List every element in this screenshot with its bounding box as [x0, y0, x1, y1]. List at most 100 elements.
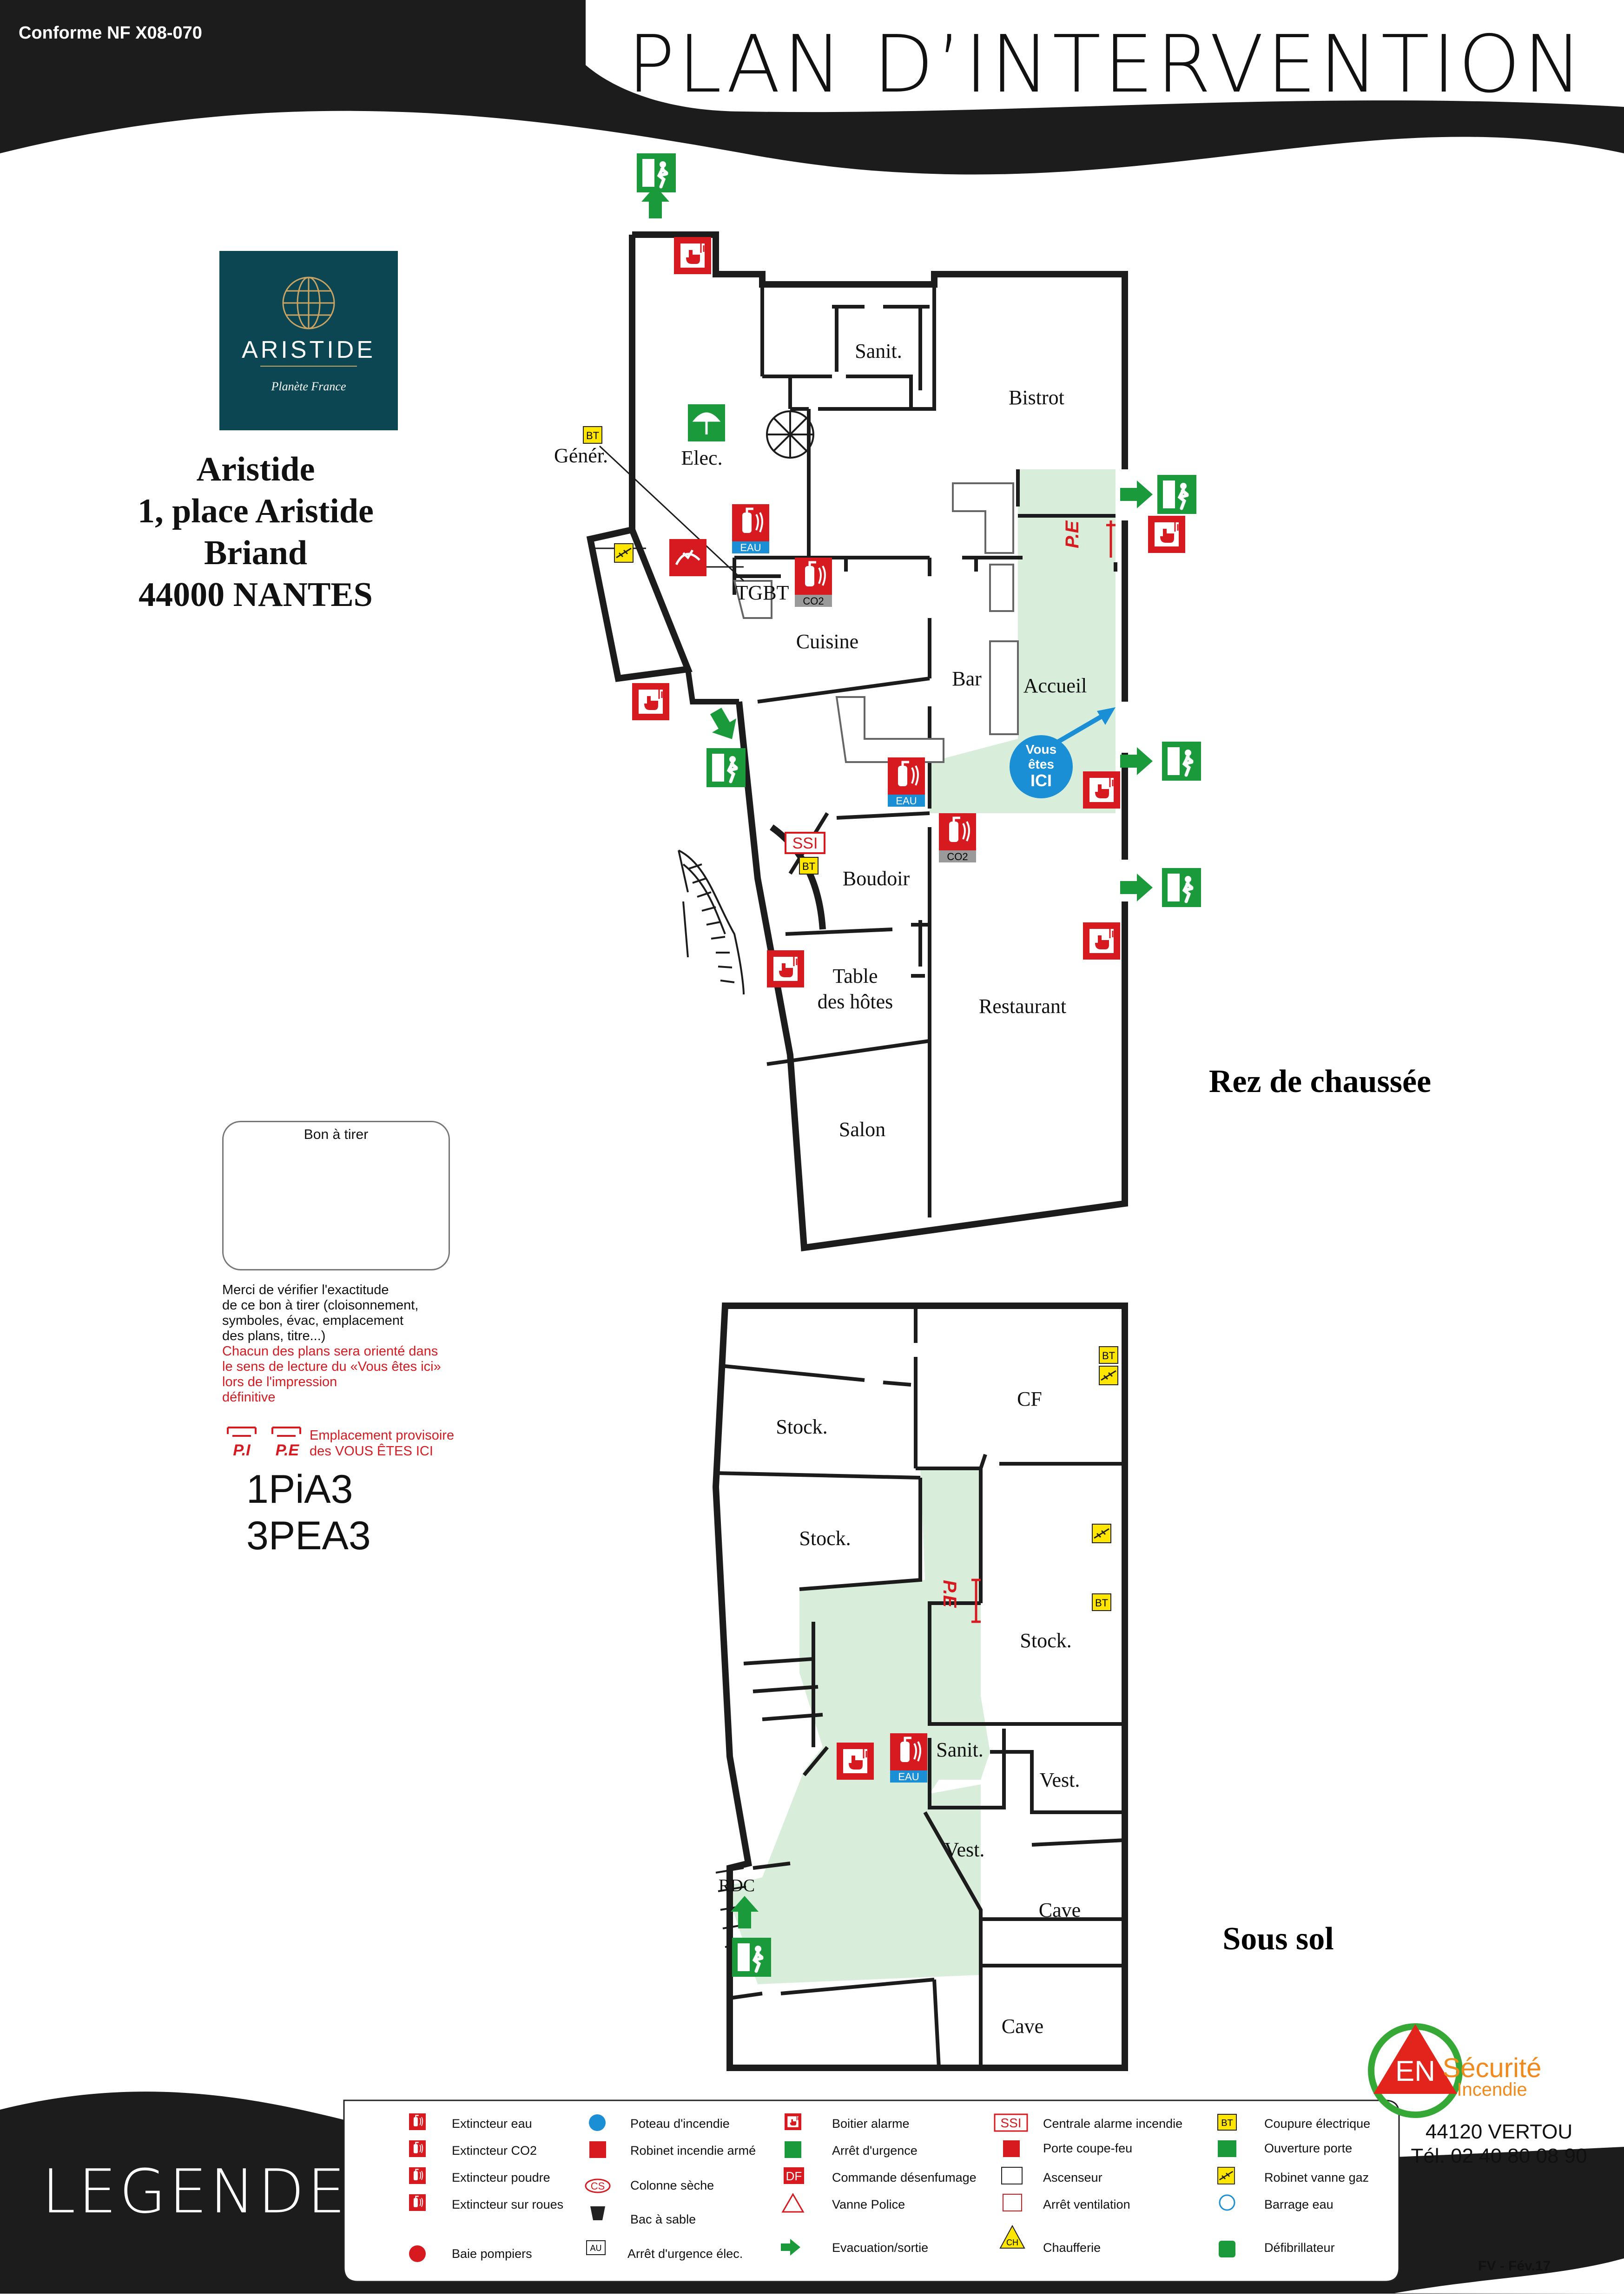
- legend-item: Arrêt ventilation: [1043, 2197, 1130, 2211]
- extinguisher-water-icon-2: [888, 757, 925, 795]
- legend-item: Robinet incendie armé: [630, 2144, 756, 2158]
- address-line-3: 44000 NANTES: [139, 576, 373, 614]
- legend-item: Arrêt d'urgence: [832, 2144, 918, 2158]
- legend-item: Extincteur eau: [452, 2117, 532, 2131]
- room-gener: Génér.: [554, 444, 608, 467]
- room-cave-2: Cave: [1002, 2015, 1043, 2038]
- svg-text:SSI: SSI: [1000, 2116, 1021, 2130]
- legend-item: Commande désenfumage: [832, 2171, 977, 2184]
- room-sanit-basement: Sanit.: [936, 1738, 983, 1761]
- room-bar: Bar: [952, 667, 982, 690]
- alarm-button-icon-5: [1082, 770, 1121, 809]
- legend-item: Arrêt d'urgence élec.: [627, 2247, 743, 2261]
- extinguisher-co2-icon: [795, 558, 832, 595]
- room-tgbt: TGBT: [736, 581, 789, 604]
- legend-item: Centrale alarme incendie: [1043, 2117, 1183, 2131]
- room-boudoir: Boudoir: [843, 867, 910, 890]
- conformity-label: Conforme NF X08-070: [19, 23, 202, 43]
- basement-symbols: BT BT P.E EAU: [731, 1346, 1119, 1977]
- legend-item: Barrage eau: [1264, 2197, 1334, 2211]
- alarm-button-icon-7: [836, 1742, 875, 1781]
- basement-outer-walls: [712, 1303, 1128, 2071]
- room-vest-2: Vest.: [944, 1838, 985, 1861]
- room-stock-2: Stock.: [799, 1527, 851, 1550]
- svg-text:BT: BT: [586, 430, 599, 441]
- room-rdc: RDC: [719, 1876, 755, 1895]
- pe-marker-basement: P.E: [939, 1580, 960, 1608]
- svg-text:êtes: êtes: [1028, 757, 1054, 771]
- ground-floor-label: Rez de chaussée: [1209, 1064, 1431, 1099]
- proof-approval-box[interactable]: Bon à tirer: [222, 1121, 450, 1270]
- svg-text:Sécurité: Sécurité: [1443, 2053, 1542, 2083]
- room-cuisine: Cuisine: [796, 630, 858, 653]
- legend-item: Baie pompiers: [452, 2247, 532, 2261]
- legend-icons: CS AU DF SSI CH BT: [408, 2112, 1237, 2262]
- legend-item: Ouverture porte: [1264, 2141, 1353, 2155]
- plan-codes: 1PiA3 3PEA3: [246, 1466, 371, 1559]
- address-line-1: Aristide: [196, 450, 315, 488]
- legend-item: Extincteur sur roues: [452, 2197, 564, 2211]
- gas-valve-icon-3: [1091, 1523, 1112, 1544]
- svg-text:ICI: ICI: [1030, 771, 1052, 790]
- code-2: 3PEA3: [246, 1513, 371, 1558]
- svg-text:EAU: EAU: [898, 1771, 919, 1783]
- legend-item: Evacuation/sortie: [832, 2241, 929, 2255]
- ground-floor-symbols: BT EAU CO2 EAU CO2 SSI BT P.E: [583, 153, 1201, 988]
- svg-text:BT: BT: [802, 861, 815, 872]
- room-accueil: Accueil: [1023, 674, 1087, 697]
- pe-label: P.E: [276, 1441, 300, 1459]
- company-city: 44120 VERTOU: [1425, 2120, 1573, 2143]
- svg-text:AU: AU: [590, 2243, 601, 2253]
- svg-text:CO2: CO2: [947, 851, 968, 862]
- svg-text:CO2: CO2: [803, 595, 824, 607]
- legend-panel: [343, 2099, 1400, 2283]
- company-phone: Tél. 02 40 80 08 90: [1411, 2145, 1587, 2167]
- exit-sign-icon-5: [1162, 868, 1201, 907]
- legend-item: Vanne Police: [832, 2197, 905, 2211]
- svg-text:BT: BT: [1102, 1350, 1115, 1362]
- room-vest-1: Vest.: [1040, 1769, 1080, 1791]
- logo-tagline: Planète France: [271, 380, 346, 393]
- placeholder-note-2: des VOUS ÊTES ICI: [310, 1443, 433, 1459]
- legend-title: LEGENDE: [42, 2156, 348, 2227]
- gas-valve-icon: [614, 543, 634, 563]
- svg-text:EN: EN: [1395, 2055, 1435, 2087]
- room-stock-3: Stock.: [1020, 1629, 1071, 1652]
- alarm-button-icon-3: [766, 949, 805, 988]
- legend-item: Bac à sable: [630, 2212, 696, 2226]
- room-elec: Elec.: [681, 447, 722, 469]
- exit-sign-icon-2: [706, 748, 746, 787]
- pe-marker: P.E: [1062, 520, 1083, 548]
- room-cave-1: Cave: [1039, 1899, 1081, 1921]
- logo-brand: ARISTIDE: [242, 336, 376, 363]
- exit-sign-icon-4: [1162, 742, 1201, 781]
- svg-text:BT: BT: [1095, 1597, 1108, 1609]
- room-table-hotes-2: des hôtes: [818, 990, 893, 1013]
- room-stock-1: Stock.: [776, 1415, 827, 1438]
- alarm-button-icon-4: [1147, 515, 1186, 554]
- legend-item: Défibrillateur: [1264, 2241, 1335, 2255]
- ssi-panel-icon: [785, 832, 825, 854]
- pi-label: P.I: [233, 1441, 251, 1459]
- legend-item: Robinet vanne gaz: [1264, 2171, 1369, 2184]
- you-are-here-marker: [1010, 735, 1073, 798]
- globe-icon: [282, 276, 335, 329]
- room-sanit: Sanit.: [855, 340, 902, 362]
- legend-item: Poteau d'incendie: [630, 2117, 730, 2131]
- legend-item: Extincteur CO2: [452, 2144, 537, 2158]
- exit-sign-icon: [637, 153, 676, 192]
- svg-text:BT: BT: [1221, 2118, 1233, 2128]
- svg-text:CH: CH: [1006, 2238, 1018, 2247]
- basement-evacuation-path: [725, 1468, 990, 1984]
- pi-pe-markers: [227, 1427, 301, 1437]
- legend-item: Boitier alarme: [832, 2117, 910, 2131]
- basement-label: Sous sol: [1222, 1921, 1334, 1957]
- gas-valve-icon-2: [1098, 1365, 1119, 1386]
- exit-sign-icon-6: [732, 1938, 771, 1977]
- page-title: PLAN D’INTERVENTION: [627, 19, 1585, 111]
- code-1: 1PiA3: [246, 1467, 353, 1512]
- legend-item: Porte coupe-feu: [1043, 2141, 1133, 2155]
- svg-text:EAU: EAU: [896, 795, 917, 807]
